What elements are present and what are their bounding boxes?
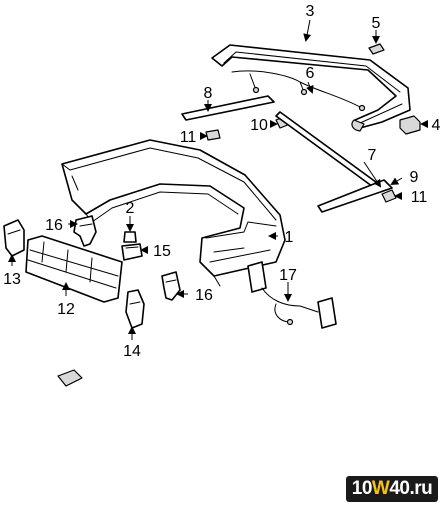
part-11-clip-left (205, 129, 221, 141)
part-4-block (399, 115, 421, 135)
callout-8: 8 (204, 85, 213, 102)
callout-4: 4 (432, 117, 441, 134)
part-14-bracket (125, 289, 145, 329)
callout-6: 6 (306, 65, 315, 82)
part-2-retainer (123, 231, 137, 243)
callout-5: 5 (372, 15, 381, 32)
part-15-bracket (121, 243, 143, 261)
part-3-reinforcement (211, 44, 411, 132)
callout-17: 17 (279, 267, 297, 284)
part-17-sensor (247, 261, 337, 329)
leader-6 (306, 81, 314, 94)
watermark-logo: 10W40.ru (346, 476, 438, 502)
part-6-harness (231, 70, 366, 112)
callout-3: 3 (306, 3, 315, 20)
part-8-molding (181, 95, 275, 121)
callout-7: 7 (368, 147, 377, 164)
callout-11-left: 11 (180, 129, 197, 146)
part-5-clip (368, 43, 385, 55)
callout-9: 9 (410, 169, 419, 186)
callout-16-left: 16 (45, 217, 63, 234)
leader-7 (363, 161, 382, 188)
watermark-text: 10W40.ru (351, 478, 433, 499)
callout-16-right: 16 (195, 287, 213, 304)
callout-14: 14 (123, 343, 141, 360)
callout-15: 15 (153, 243, 171, 260)
leader-9 (390, 177, 403, 186)
callout-13: 13 (3, 271, 21, 288)
part-16-bracket-left (73, 215, 97, 247)
callout-10: 10 (250, 117, 268, 134)
part-12-absorber (25, 235, 123, 303)
part-13-bracket (3, 219, 25, 257)
part-11-clip-right (381, 189, 397, 203)
callout-1: 1 (285, 229, 294, 246)
loose-clip (57, 369, 83, 387)
part-16-bracket-right (161, 271, 181, 301)
callout-12: 12 (57, 301, 75, 318)
leader-3 (303, 19, 312, 42)
callout-11-right: 11 (411, 189, 428, 206)
callout-2: 2 (126, 200, 135, 217)
part-9-molding (317, 179, 393, 213)
